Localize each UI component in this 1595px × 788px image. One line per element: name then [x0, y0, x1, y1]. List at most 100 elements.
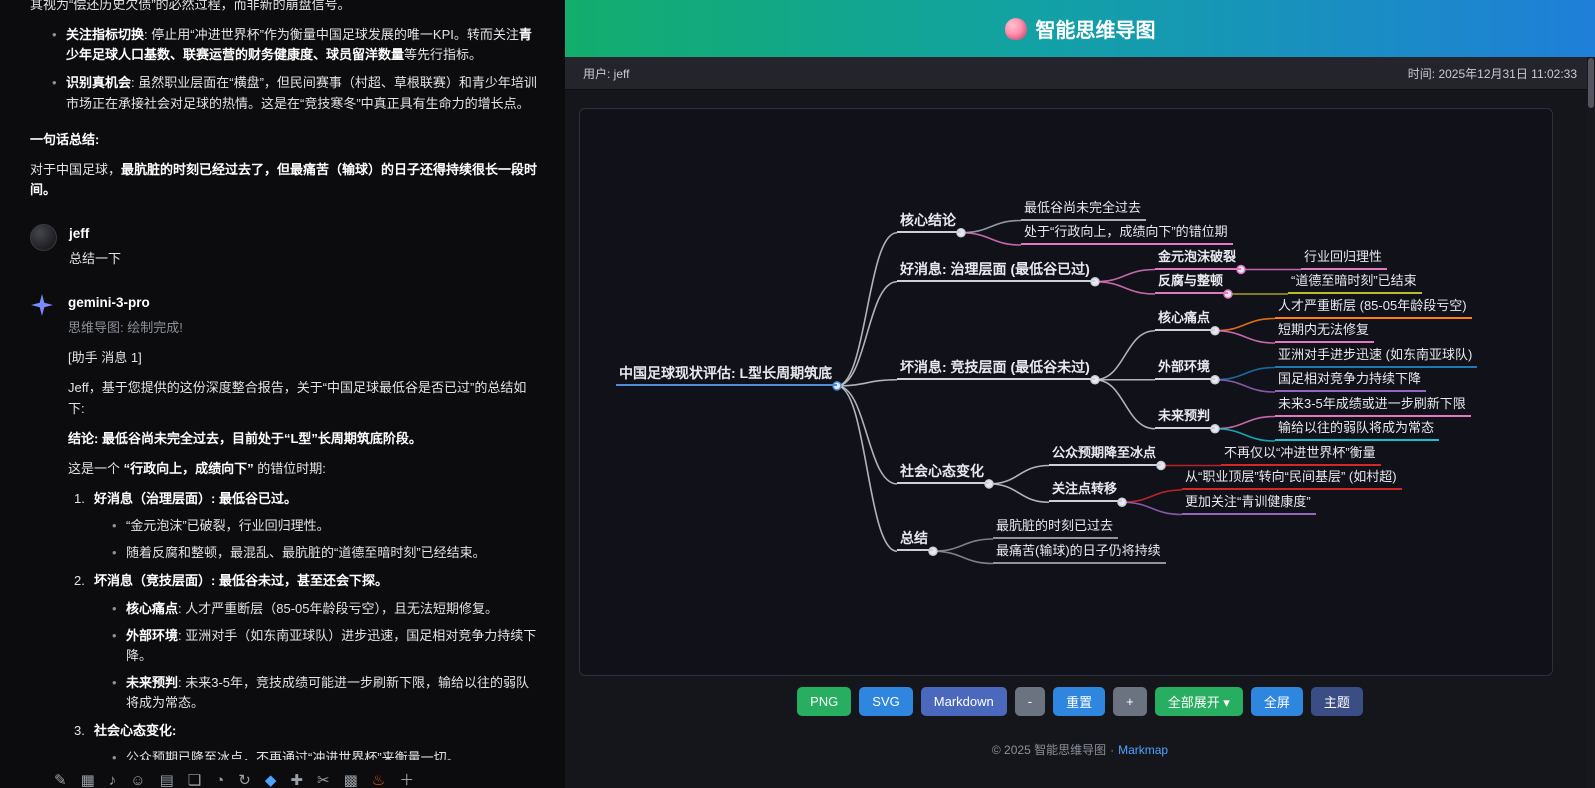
summary-text: 对于中国足球，最肮脏的时刻已经过去了，但最痛苦（输球）的日子还得持续很长一段时间…	[30, 161, 538, 197]
clipboard-icon[interactable]: ❏	[187, 771, 202, 788]
assistant-list-item: 社会心态变化:公众预期已降至冰点，不再通过“冲进世界杯”来衡量一切。关注点正从“…	[70, 721, 539, 760]
mindmap-node[interactable]: 未来预判	[1155, 407, 1215, 429]
mindmap-node[interactable]: 人才严重断层 (85-05年龄段亏空)	[1275, 297, 1472, 319]
theme-button[interactable]: 主题	[1310, 687, 1363, 716]
mindmap-links-layer	[832, 219, 1301, 565]
footer-copyright: © 2025 智能思维导图	[991, 743, 1107, 757]
image-icon[interactable]: ▦	[80, 771, 95, 788]
scrollbar[interactable]	[1587, 57, 1595, 788]
mindmap-node[interactable]: 坏消息: 竞技层面 (最低谷未过)	[897, 358, 1095, 380]
chat-overflow-text: 其视为“偿还历史欠债”的必然过程，而非新的崩盘信号。	[30, 0, 351, 12]
expand-all-button[interactable]: 全部展开 ▾	[1154, 687, 1243, 716]
mindmap-link	[1214, 366, 1276, 381]
mindmap-node[interactable]: 中国足球现状评估: L型长周期筑底	[616, 364, 837, 386]
grid-icon[interactable]: ▩	[343, 771, 358, 788]
mindmap-node[interactable]: 不再仅以“冲进世界杯”衡量	[1221, 444, 1381, 466]
mindmap-link	[1214, 415, 1276, 430]
mindmap-node[interactable]: 核心痛点	[1155, 309, 1215, 331]
mindmap-node[interactable]: 核心结论	[897, 211, 961, 233]
app-header: 智能思维导图	[565, 0, 1595, 57]
scissors-icon[interactable]: ✂	[317, 771, 330, 788]
mindmap-node[interactable]: 更加关注“青训健康度”	[1182, 493, 1316, 515]
mindmap-node[interactable]: 社会心态变化	[897, 462, 989, 484]
mindmap-link	[1094, 268, 1156, 283]
mindmap-node[interactable]: 未来3-5年成绩或进一步刷新下限	[1275, 395, 1471, 417]
export-markdown-button[interactable]: Markdown	[920, 687, 1007, 716]
app-footer: © 2025 智能思维导图·Markmap	[991, 743, 1169, 757]
mindmap-link	[1214, 427, 1276, 442]
mindmap-link	[1121, 501, 1183, 516]
assistant-conclusion: 结论: 最低谷尚未完全过去，目前处于“L型”长周期筑底阶段。	[68, 430, 422, 446]
mindmap-node[interactable]: 国足相对竞争力持续下降	[1275, 370, 1426, 392]
mindmap-node[interactable]: “道德至暗时刻”已结束	[1288, 272, 1422, 294]
markmap-link[interactable]: Markmap	[1118, 743, 1169, 757]
add-icon[interactable]: ＋	[399, 771, 415, 788]
mindmap-link	[836, 378, 898, 387]
mindmap-node[interactable]: 行业回归理性	[1301, 248, 1387, 270]
mindmap-node[interactable]: 关注点转移	[1049, 480, 1122, 503]
assistant-status: 思维导图: 绘制完成!	[68, 320, 183, 336]
mindmap-link	[988, 464, 1050, 485]
zoom-in-button[interactable]: +	[1113, 687, 1147, 716]
user-message-text: 总结一下	[69, 251, 122, 267]
assistant-list-item: 坏消息（竞技层面）: 最低谷未过，甚至还会下探。核心痛点: 人才严重断层（85-…	[70, 571, 539, 713]
mindmap-node[interactable]: 处于“行政向上，成绩向下”的错位期	[1021, 223, 1233, 245]
chat-bullet-list: 关注指标切换: 停止用“冲进世界杯”作为衡量中国足球发展的唯一KPI。转而关注青…	[30, 25, 539, 114]
fullscreen-button[interactable]: 全屏	[1250, 687, 1303, 716]
canvas-wrap: 最低谷尚未完全过去处于“行政向上，成绩向下”的错位期 核心结论行业回归理性 金元泡沫…	[565, 90, 1595, 676]
mindmap-node[interactable]: 外部环境	[1155, 358, 1215, 380]
mindmap-node[interactable]: 最痛苦(输球)的日子仍将持续	[993, 542, 1166, 564]
mindmap-node[interactable]: 好消息: 治理层面 (最低谷已过)	[897, 260, 1095, 282]
edit-icon[interactable]: ✎	[54, 771, 67, 788]
emoji-icon[interactable]: ☺	[130, 771, 146, 788]
user-name: jeff	[69, 226, 90, 242]
scrollbar-thumb[interactable]	[1588, 58, 1594, 108]
composer-toolbar: ✎ ▦ ♪ ☺ ▤ ❏ ◔ ↻ ◆ ✚ ✂ ▩ ♨ ＋	[54, 769, 414, 788]
assistant-sub-item: 外部环境: 亚洲对手（如东南亚球队）进步迅速，国足相对竞争力持续下降。	[112, 626, 539, 666]
user-label: 用户: jeff	[583, 66, 630, 81]
mindmap-node[interactable]: 最肮脏的时刻已过去	[993, 517, 1118, 539]
mindmap-node[interactable]: 总结	[897, 529, 933, 552]
refresh-icon[interactable]: ↻	[238, 771, 251, 788]
mindmap-node[interactable]: 从“职业顶层”转向“民间基层” (如村超)	[1182, 468, 1402, 490]
plus-circle-icon[interactable]: ✚	[290, 771, 303, 788]
export-png-button[interactable]: PNG	[797, 687, 852, 716]
assistant-sub-item: 未来预判: 未来3-5年，竞技成绩可能进一步刷新下限，输给以往的弱队将成为常态。	[112, 673, 539, 713]
mindmap-link	[960, 231, 1022, 246]
app-title: 智能思维导图	[1035, 20, 1156, 42]
export-svg-button[interactable]: SVG	[859, 687, 913, 716]
mindmap-link	[836, 385, 898, 485]
chat-bullet-item: 关注指标切换: 停止用“冲进世界杯”作为衡量中国足球发展的唯一KPI。转而关注青…	[52, 25, 539, 65]
mindmap-link	[836, 231, 898, 387]
user-avatar[interactable]	[30, 224, 57, 252]
assistant-name: gemini-3-pro	[68, 295, 150, 311]
reset-button[interactable]: 重置	[1053, 687, 1106, 716]
mindmap-node[interactable]: 金元泡沫破裂	[1155, 248, 1241, 270]
file-icon[interactable]: ▤	[159, 771, 174, 788]
mindmap-node[interactable]: 公众预期降至冰点	[1049, 444, 1161, 466]
mindmap-link	[1094, 378, 1156, 430]
mindmap-link	[836, 385, 898, 553]
chat-scroll-area[interactable]: 其视为“偿还历史欠债”的必然过程，而非新的崩盘信号。 关注指标切换: 停止用“冲…	[0, 0, 565, 760]
assistant-list-item: 好消息（治理层面）: 最低谷已过。“金元泡沫”已破裂，行业回归理性。随着反腐和整…	[70, 489, 539, 564]
history-icon[interactable]: ◔	[215, 771, 225, 788]
mindmap-link	[1214, 329, 1276, 344]
summary-heading: 一句话总结:	[30, 131, 100, 147]
mindmap-node[interactable]: 反腐与整顿	[1155, 272, 1228, 294]
mindmap-canvas[interactable]: 最低谷尚未完全过去处于“行政向上，成绩向下”的错位期 核心结论行业回归理性 金元泡沫…	[579, 108, 1553, 676]
mindmap-node[interactable]: 亚洲对手进步迅速 (如东南亚球队)	[1275, 346, 1477, 368]
mindmap-node[interactable]: 短期内无法修复	[1275, 321, 1374, 343]
mindmap-link	[1094, 280, 1156, 295]
gem-icon[interactable]: ◆	[264, 771, 277, 788]
mindmap-node[interactable]: 最低谷尚未完全过去	[1021, 199, 1146, 221]
mic-icon[interactable]: ♪	[108, 771, 117, 788]
fire-icon[interactable]: ♨	[371, 771, 386, 788]
mindmap-link	[932, 550, 994, 565]
mindmap-node[interactable]: 输给以往的弱队将成为常态	[1275, 419, 1439, 441]
mindmap-app-panel: 智能思维导图 用户: jeff 时间: 2025年12月31日 11:02:33…	[565, 0, 1595, 788]
assistant-tag: [助手 消息 1]	[68, 350, 142, 366]
assistant-period-line: 这是一个 “行政向上，成绩向下” 的错位时期:	[68, 460, 326, 476]
chat-panel: 其视为“偿还历史欠债”的必然过程，而非新的崩盘信号。 关注指标切换: 停止用“冲…	[0, 0, 565, 788]
zoom-out-button[interactable]: -	[1014, 687, 1046, 716]
time-label: 时间: 2025年12月31日 11:02:33	[1407, 66, 1577, 81]
